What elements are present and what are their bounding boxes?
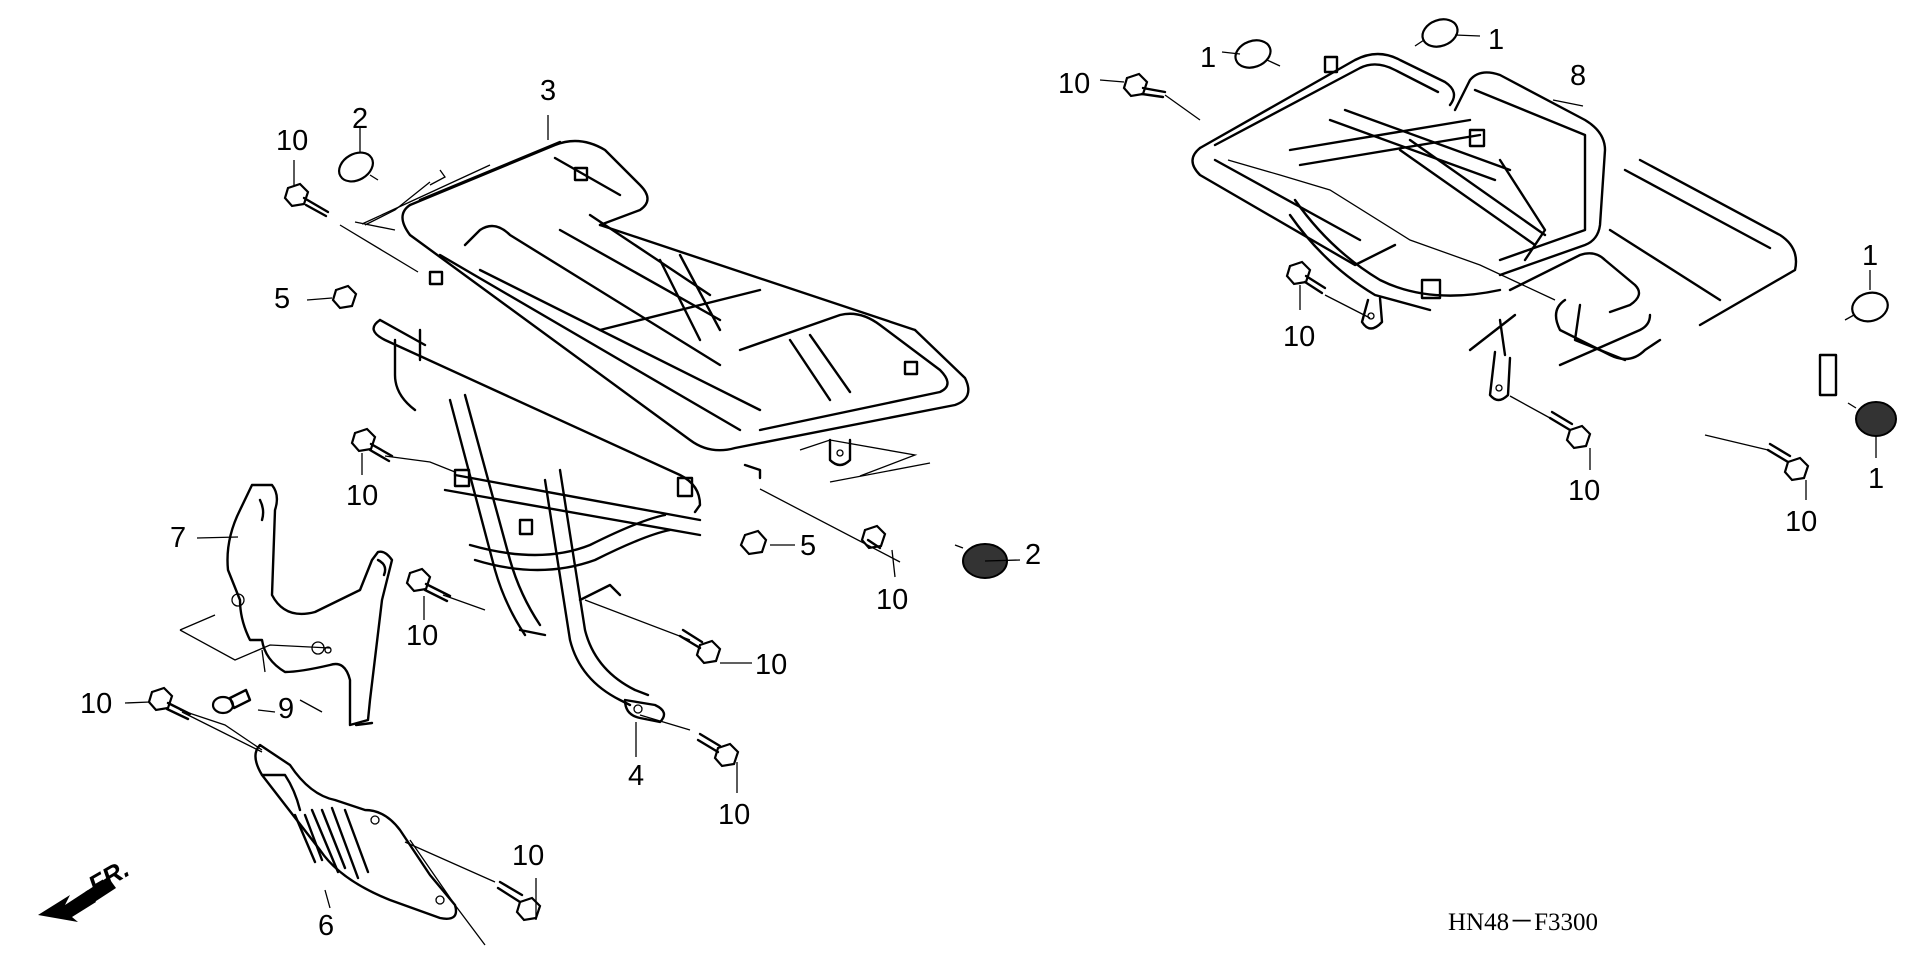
front-guard-part-4[interactable] bbox=[372, 318, 702, 724]
callout-1-c: 1 bbox=[1862, 240, 1878, 272]
callout-10-c: 10 bbox=[406, 620, 438, 652]
callout-10-b: 10 bbox=[346, 480, 378, 512]
front-carrier-part-3[interactable] bbox=[401, 139, 970, 480]
leader-lines-front bbox=[124, 115, 1021, 946]
leader-lines-rear bbox=[1099, 34, 1877, 500]
callout-10-f: 10 bbox=[755, 649, 787, 681]
callout-1-a: 1 bbox=[1200, 42, 1216, 74]
reflector-part-1-a[interactable] bbox=[1232, 36, 1281, 73]
bolt-part-10-front-b[interactable] bbox=[350, 427, 394, 463]
callout-10-l: 10 bbox=[1785, 506, 1817, 538]
callout-3: 3 bbox=[540, 75, 556, 107]
front-direction-arrow-icon bbox=[38, 877, 116, 922]
callout-10-k: 10 bbox=[1568, 475, 1600, 507]
callout-10-h: 10 bbox=[512, 840, 544, 872]
bolt-part-10-front-a[interactable] bbox=[283, 182, 330, 218]
bolt-part-10-front-d[interactable] bbox=[860, 524, 887, 550]
callout-9: 9 bbox=[278, 693, 294, 725]
reflector-part-1-d[interactable] bbox=[1847, 401, 1897, 437]
rear-carrier-part-8[interactable] bbox=[1191, 52, 1838, 402]
callout-8: 8 bbox=[1570, 60, 1586, 92]
callout-10-e: 10 bbox=[876, 584, 908, 616]
callout-10-i: 10 bbox=[1058, 68, 1090, 100]
callout-10-j: 10 bbox=[1283, 321, 1315, 353]
bolt-part-10-rear-a[interactable] bbox=[1122, 72, 1167, 99]
reflector-part-1-c[interactable] bbox=[1844, 289, 1891, 325]
callout-2-b: 2 bbox=[1025, 539, 1041, 571]
callout-10-g: 10 bbox=[718, 799, 750, 831]
nut-part-5-b[interactable] bbox=[739, 529, 768, 556]
callout-2-a: 2 bbox=[352, 103, 368, 135]
callout-10-d: 10 bbox=[80, 688, 112, 720]
skid-plate-part-6[interactable] bbox=[254, 743, 458, 920]
callout-5-b: 5 bbox=[800, 530, 816, 562]
nut-part-5-a[interactable] bbox=[331, 284, 358, 310]
bolt-part-10-front-h[interactable] bbox=[496, 880, 542, 922]
callout-6: 6 bbox=[318, 910, 334, 942]
diagram-code: HN48－F3300 bbox=[1448, 909, 1598, 936]
callout-7: 7 bbox=[170, 522, 186, 554]
callout-10-a: 10 bbox=[276, 125, 308, 157]
callout-1-d: 1 bbox=[1868, 463, 1884, 495]
bracket-part-7[interactable] bbox=[226, 483, 394, 727]
bolt-part-10-front-c[interactable] bbox=[405, 567, 452, 603]
reflector-part-1-b[interactable] bbox=[1414, 15, 1461, 52]
bolt-part-10-rear-b[interactable] bbox=[1285, 260, 1327, 295]
reflector-part-2-top[interactable] bbox=[334, 147, 379, 188]
callout-4: 4 bbox=[628, 760, 644, 792]
bolt-part-10-front-f[interactable] bbox=[696, 732, 740, 768]
bolt-part-10-front-e[interactable] bbox=[678, 628, 722, 665]
bolt-part-10-rear-d[interactable] bbox=[1766, 442, 1810, 482]
callout-1-b: 1 bbox=[1488, 24, 1504, 56]
bolt-part-9[interactable] bbox=[211, 688, 252, 715]
bolt-part-10-rear-c[interactable] bbox=[1548, 410, 1592, 450]
bolt-part-10-front-g[interactable] bbox=[147, 686, 192, 721]
callout-5-a: 5 bbox=[274, 283, 290, 315]
